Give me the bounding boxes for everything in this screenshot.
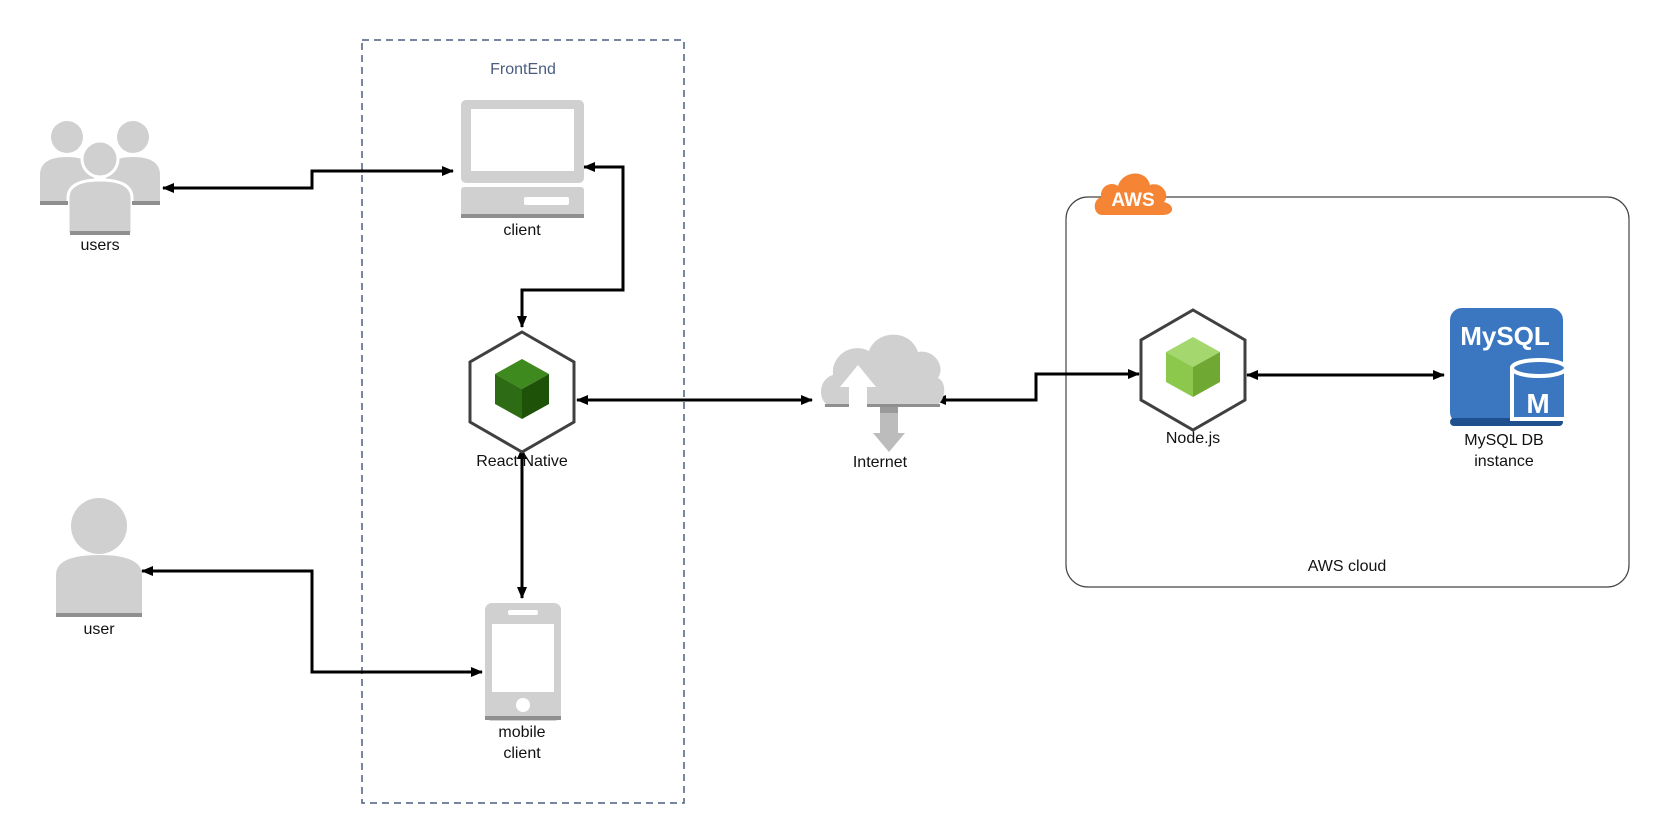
- mysql-db-icon: MySQL M: [1450, 308, 1568, 426]
- edge-mobile-client-user[interactable]: [141, 566, 483, 677]
- react-native-cube-icon: [468, 330, 576, 454]
- frontend-group-label: FrontEnd: [490, 61, 556, 78]
- node-nodejs[interactable]: Node.js: [1139, 308, 1247, 447]
- edges: [141, 162, 1445, 677]
- mysql-logo-text: MySQL: [1460, 321, 1550, 351]
- node-user[interactable]: user: [56, 498, 142, 638]
- internet-label: Internet: [853, 454, 908, 471]
- mobile-client-label-line2: client: [503, 745, 541, 762]
- mobile-phone-icon: [485, 603, 561, 721]
- desktop-computer-icon: [461, 100, 584, 218]
- edge-internet-nodejs[interactable]: [934, 369, 1140, 405]
- edge-client-react-native[interactable]: [517, 162, 625, 328]
- frontend-group: FrontEnd: [361, 39, 685, 804]
- mobile-client-label-line1: mobile: [498, 724, 545, 741]
- aws-cloud-badge-icon: [1094, 173, 1173, 215]
- users-group-icon: [40, 121, 160, 236]
- internet-cloud-icon: [820, 334, 945, 452]
- client-label: client: [503, 222, 541, 239]
- mysql-db-letter: M: [1526, 388, 1549, 419]
- user-label: user: [83, 621, 115, 638]
- node-users[interactable]: users: [40, 121, 160, 254]
- react-native-label: React Native: [476, 453, 568, 470]
- node-react-native[interactable]: React Native: [468, 330, 576, 470]
- node-mysql[interactable]: MySQL M MySQL DB instance: [1450, 308, 1568, 470]
- user-icon: [56, 498, 142, 617]
- node-client[interactable]: client: [461, 100, 584, 239]
- node-internet[interactable]: Internet: [820, 334, 945, 471]
- frontend-group-border: [361, 39, 685, 804]
- nodejs-label: Node.js: [1166, 430, 1220, 447]
- users-label: users: [80, 237, 119, 254]
- node-mobile-client[interactable]: mobile client: [485, 603, 561, 762]
- aws-cloud-label: AWS cloud: [1308, 558, 1387, 575]
- mysql-label-line1: MySQL DB: [1464, 432, 1543, 449]
- aws-badge: AWS: [1094, 173, 1173, 215]
- nodejs-cube-icon: [1139, 308, 1247, 432]
- mysql-label-line2: instance: [1474, 453, 1534, 470]
- aws-badge-text: AWS: [1111, 190, 1154, 211]
- edge-client-users[interactable]: [162, 166, 454, 193]
